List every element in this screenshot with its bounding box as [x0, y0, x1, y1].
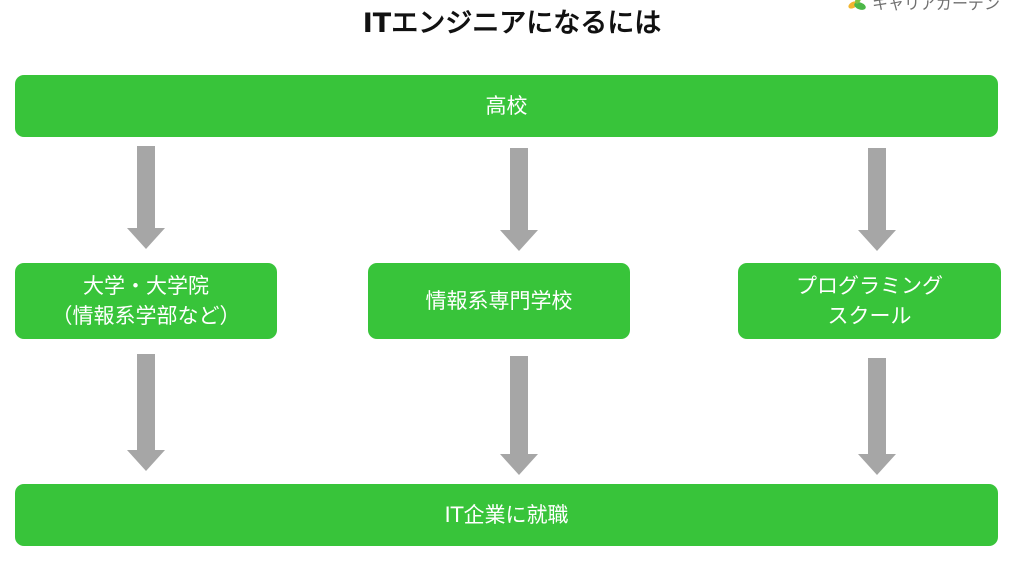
node-high-school: 高校: [15, 75, 998, 137]
node-vocational-school: 情報系専門学校: [368, 263, 630, 339]
arrow-high-school-to-programming-school: [858, 148, 896, 251]
node-programming-school-label-line2: スクール: [827, 304, 912, 328]
node-vocational-school-label: 情報系専門学校: [425, 289, 573, 313]
arrow-university-to-employment: [127, 354, 165, 471]
arrow-programming-school-to-employment: [858, 358, 896, 475]
node-programming-school-label-line1: プログラミング: [796, 274, 943, 298]
arrow-high-school-to-university: [127, 146, 165, 249]
brand-logo: キャリアガーデン: [846, 0, 1000, 14]
arrow-high-school-to-vocational: [500, 148, 538, 251]
node-university-label-line1: 大学・大学院: [83, 274, 209, 298]
node-employment: IT企業に就職: [15, 484, 998, 546]
node-university-label-line2: （情報系学部など）: [51, 304, 241, 328]
page-title: ITエンジニアになるには: [362, 8, 662, 39]
node-employment-label: IT企業に就職: [444, 503, 569, 527]
node-university: 大学・大学院 （情報系学部など）: [15, 263, 277, 339]
logo-text: キャリアガーデン: [872, 0, 1001, 13]
node-high-school-label: 高校: [485, 94, 528, 118]
leaf-logo-icon: [848, 0, 866, 10]
arrow-vocational-to-employment: [500, 356, 538, 475]
node-programming-school: プログラミング スクール: [738, 263, 1001, 339]
